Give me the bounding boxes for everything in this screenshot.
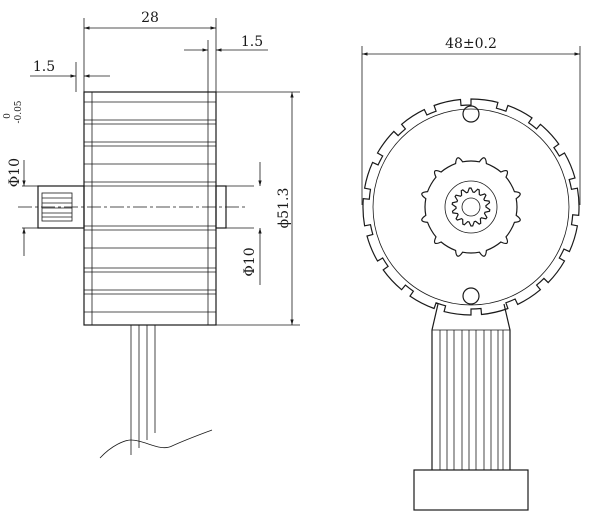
wire-connector (413, 469, 529, 511)
shaft-diameter-label: Φ10 (7, 158, 23, 187)
width-label: 28 (141, 10, 159, 26)
side-view: 28 1.5 1.5 Φ10 0 -0.05 (3, 10, 300, 459)
cog-boss (421, 157, 521, 257)
dim-front-diameter: 48±0.2 (361, 36, 581, 205)
dim-width-28: 28 (83, 10, 217, 92)
lead-wires (99, 325, 213, 459)
front-lead-wires (431, 303, 511, 470)
dim-body-diameter: ϕ51.3 (216, 91, 300, 326)
outer-housing (362, 98, 580, 316)
pinion-gear-icon (451, 187, 491, 227)
front-view: 48±0.2 (361, 36, 581, 511)
mounting-hole-top (462, 105, 480, 123)
body-diameter-label: ϕ51.3 (276, 188, 292, 229)
mounting-hole-bottom (462, 287, 480, 305)
edge-offset-label: 1.5 (33, 59, 55, 75)
dim-shaft-offset: 1.5 (184, 34, 268, 92)
front-diameter-label: 48±0.2 (445, 36, 497, 52)
dim-boss-diameter: Φ10 (242, 162, 262, 285)
dim-edge-offset: 1.5 (30, 59, 110, 92)
shaft-offset-label: 1.5 (241, 34, 263, 50)
boss-diameter-label: Φ10 (242, 247, 258, 276)
dim-shaft-diameter: Φ10 0 -0.05 (3, 100, 38, 256)
output-shaft (37, 185, 85, 229)
body-ribs (84, 101, 216, 313)
shaft-tol-upper: 0 (3, 113, 13, 119)
shaft-tol-lower: -0.05 (14, 100, 24, 123)
